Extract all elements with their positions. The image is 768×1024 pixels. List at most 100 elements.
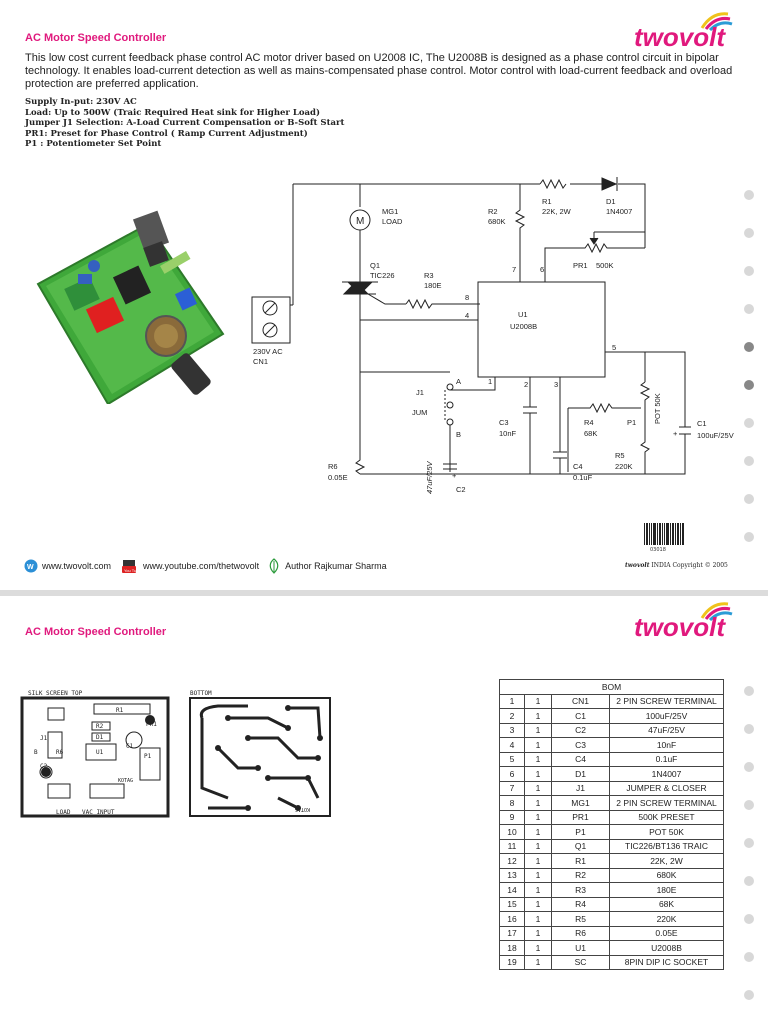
nav-dot[interactable] (744, 990, 754, 1000)
bom-sr-cell: 7 (499, 780, 525, 796)
bom-sr-cell: 17 (499, 925, 525, 941)
svg-text:P1: P1 (144, 753, 152, 760)
schematic-label: U2008B (510, 322, 537, 331)
schematic-label: P1 (627, 418, 636, 427)
bom-qty-cell: 1 (524, 824, 552, 840)
bom-value-cell: 100uF/25V (609, 708, 724, 724)
schematic-label: 230V AC (253, 347, 283, 356)
bom-ref-cell: C4 (551, 751, 610, 767)
svg-text:PR1: PR1 (146, 721, 157, 728)
bom-sr-cell: 18 (499, 940, 525, 956)
schematic-label: R6 (328, 462, 338, 471)
nav-dot-active[interactable] (744, 380, 754, 390)
nav-dot[interactable] (744, 686, 754, 696)
nav-dot[interactable] (744, 228, 754, 238)
nav-dot[interactable] (744, 800, 754, 810)
assembled-pcb-image (36, 210, 225, 404)
svg-text:C1: C1 (126, 743, 134, 750)
nav-dot[interactable] (744, 266, 754, 276)
schematic-label: 1N4007 (606, 207, 632, 216)
nav-dot[interactable] (744, 838, 754, 848)
nav-dot[interactable] (744, 532, 754, 542)
nav-dot-active[interactable] (744, 342, 754, 352)
datasheet-page-1: AC Motor Speed Controller twovolt This l… (24, 12, 754, 574)
author-credit: Author Rajkumar Sharma (285, 561, 387, 571)
globe-icon: W (24, 559, 38, 573)
bom-value-cell: 2 PIN SCREW TERMINAL (609, 795, 724, 811)
schematic-label: TIC226 (370, 271, 395, 280)
nav-dot[interactable] (744, 494, 754, 504)
bom-ref-cell: U1 (551, 940, 610, 956)
schematic-label: 22K, 2W (542, 207, 572, 216)
bom-sr-cell: 2 (499, 708, 525, 724)
svg-text:KOTAG: KOTAG (118, 778, 133, 784)
bom-ref-cell: R2 (551, 867, 610, 883)
schematic-label: LOAD (382, 217, 403, 226)
website-link[interactable]: www.twovolt.com (42, 561, 112, 571)
schematic-label: C1 (697, 419, 707, 428)
nav-dot[interactable] (744, 190, 754, 200)
svg-text:W: W (27, 564, 34, 571)
bom-sr-cell: 6 (499, 766, 525, 782)
pin-label: 5 (612, 343, 616, 352)
bom-value-cell: TIC226/BT136 TRAIC (609, 838, 724, 854)
schematic-label: C2 (456, 485, 466, 494)
intro-paragraph: This low cost current feedback phase con… (25, 52, 733, 90)
bom-title: BOM (499, 679, 724, 695)
svg-text:U1: U1 (96, 749, 104, 756)
schematic-label: 220K (615, 462, 633, 471)
schematic-label: R1 (542, 197, 552, 206)
schematic-label: 100uF/25V (697, 431, 734, 440)
youtube-link[interactable]: www.youtube.com/thetwovolt (143, 561, 260, 571)
bom-ref-cell: R6 (551, 925, 610, 941)
svg-text:twovolt: twovolt (634, 612, 726, 642)
twovolt-logo: twovolt (634, 602, 733, 642)
circuit-schematic: R1 22K, 2W D1 1N4007 R2 680K MG1 LOAD M … (251, 177, 734, 494)
bom-sr-cell: 8 (499, 795, 525, 811)
svg-text:D1: D1 (96, 734, 104, 741)
bom-sr-cell: 10 (499, 824, 525, 840)
spec-supply: Supply In-put: 230V AC (25, 97, 137, 107)
nav-dot[interactable] (744, 876, 754, 886)
bom-value-cell: 2 PIN SCREW TERMINAL (609, 693, 724, 709)
nav-dot[interactable] (744, 762, 754, 772)
nav-dot[interactable] (744, 418, 754, 428)
svg-text:twovolt: twovolt (634, 22, 726, 52)
bom-qty-cell: 1 (524, 693, 552, 709)
bom-sr-cell: 3 (499, 722, 525, 738)
bom-sr-cell: 13 (499, 867, 525, 883)
bom-ref-cell: C3 (551, 737, 610, 753)
nav-dot[interactable] (744, 914, 754, 924)
bom-qty-cell: 1 (524, 940, 552, 956)
schematic-label: PR1 (573, 261, 588, 270)
svg-text:B: B (34, 749, 38, 756)
schematic-label: JUM (412, 408, 427, 417)
nav-dot[interactable] (744, 304, 754, 314)
nav-dot[interactable] (744, 456, 754, 466)
bom-value-cell: 180E (609, 882, 724, 898)
bom-value-cell: U2008B (609, 940, 724, 956)
bom-qty-cell: 1 (524, 896, 552, 912)
silk-screen-top-layout: SILK SCREEN TOP R1 PR1 R2 D1 J1 U1 R6 C2… (20, 690, 170, 818)
bom-value-cell: 0.1uF (609, 751, 724, 767)
schematic-label: B (456, 430, 461, 439)
schematic-label: MG1 (382, 207, 398, 216)
nav-dot[interactable] (744, 724, 754, 734)
layout-label: BOTTOM (190, 690, 212, 697)
svg-text:VAC INPUT: VAC INPUT (82, 809, 115, 816)
bom-value-cell: 0.05E (609, 925, 724, 941)
schematic-label: D1 (606, 197, 616, 206)
bom-ref-cell: SC (551, 954, 610, 970)
nav-dot[interactable] (744, 952, 754, 962)
bom-qty-cell: 1 (524, 780, 552, 796)
bom-sr-cell: 9 (499, 809, 525, 825)
